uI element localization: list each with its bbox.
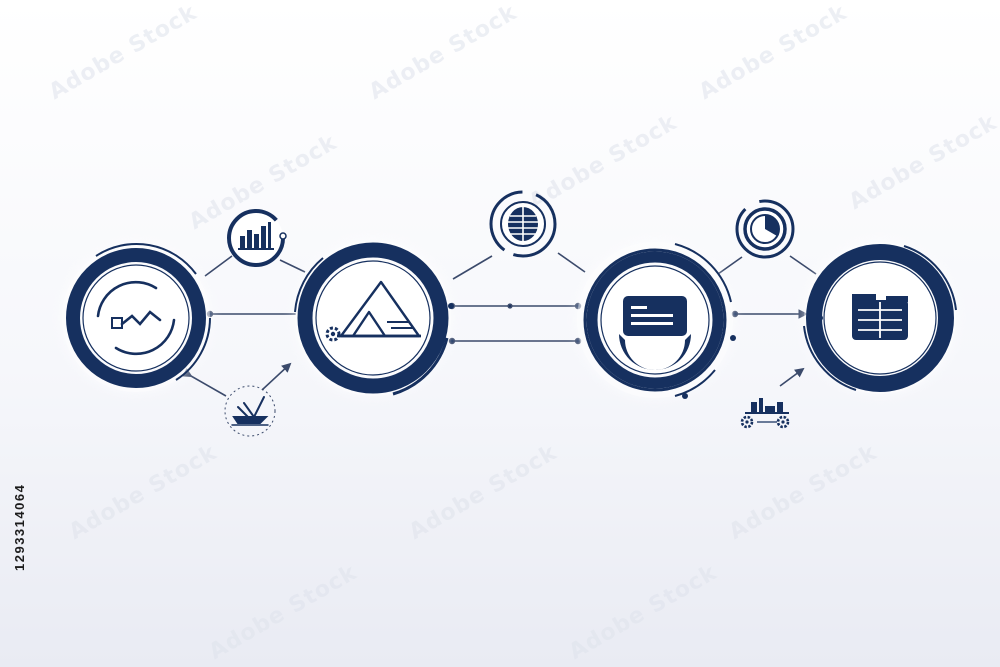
main-node-4	[803, 242, 957, 394]
gear-icon	[740, 415, 754, 429]
satellite-bar-chart	[227, 209, 287, 267]
connector-line	[452, 255, 493, 280]
satellite-ring	[224, 385, 276, 437]
connector-dot	[507, 303, 513, 309]
satellite-factory	[740, 398, 790, 429]
satellite-brain	[489, 190, 557, 258]
connector-line	[279, 259, 306, 273]
ship-icon	[231, 396, 269, 426]
satellite-ring	[735, 199, 795, 259]
document-table-icon	[852, 294, 908, 340]
node-outer-arc	[803, 325, 857, 391]
main-node-3	[577, 242, 736, 399]
brain-icon	[508, 207, 538, 241]
gear-icon	[776, 415, 790, 429]
node-outer-arc	[674, 243, 732, 303]
connector-line	[557, 252, 586, 273]
chat-bubble-icon	[619, 296, 691, 370]
node-outer-arc	[674, 369, 716, 397]
node-outer-arc	[392, 337, 449, 396]
satellite-ring	[489, 190, 557, 258]
connector-line	[779, 367, 805, 387]
factory-icon	[745, 398, 789, 414]
node-outer-arc	[95, 242, 197, 275]
node-tick-dot	[817, 315, 823, 321]
connector-line	[204, 255, 233, 277]
gear-icon	[325, 326, 341, 342]
connector-dot	[731, 310, 739, 318]
connector-line	[789, 255, 817, 275]
node-tick-dot	[682, 393, 688, 399]
main-node-1	[62, 242, 211, 392]
connector-line	[181, 368, 227, 397]
bar-chart-icon	[238, 222, 274, 250]
node-outer-arc	[903, 245, 957, 311]
node-ring	[297, 242, 449, 394]
node-ring	[66, 248, 206, 388]
mountain-peaks-icon	[337, 280, 421, 338]
trend-line-icon	[96, 280, 176, 356]
node-ring	[583, 248, 727, 392]
node-tick-dot	[448, 303, 454, 309]
pie-chart-icon	[750, 214, 780, 244]
node-ring	[586, 251, 724, 389]
satellite-ship	[224, 385, 276, 437]
node-ring	[806, 244, 954, 392]
connector-dot	[448, 337, 456, 345]
node-outer-arc	[175, 317, 211, 381]
connector-line	[717, 256, 743, 275]
node-tick-dot	[730, 335, 736, 341]
satellite-tick-dot	[279, 232, 287, 240]
main-node-2	[294, 240, 454, 396]
node-outer-arc	[294, 257, 324, 313]
satellite-pie	[735, 199, 795, 259]
connector-line	[261, 362, 292, 391]
